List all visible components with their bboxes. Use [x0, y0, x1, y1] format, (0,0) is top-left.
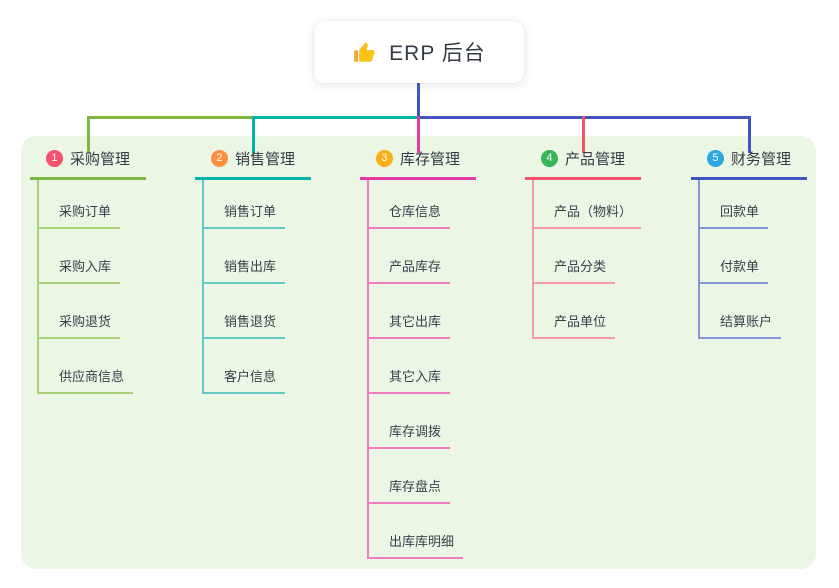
child-node[interactable]: 销售退货 — [204, 284, 286, 339]
child-node-label: 采购退货 — [39, 314, 121, 339]
child-node[interactable]: 库存盘点 — [369, 449, 463, 504]
branch-number-badge: 1 — [45, 150, 63, 167]
child-node-label: 仓库信息 — [369, 204, 451, 229]
child-node-label: 结算账户 — [700, 314, 782, 339]
branch-column: 1 采购管理采购订单采购入库采购退货供应商信息 — [30, 140, 146, 394]
child-node[interactable]: 其它入库 — [369, 339, 463, 394]
branch-children: 销售订单销售出库销售退货客户信息 — [202, 180, 286, 394]
child-node[interactable]: 库存调拨 — [369, 394, 463, 449]
child-node-label: 库存调拨 — [369, 424, 451, 449]
child-node-label: 产品库存 — [369, 259, 451, 284]
branch-column: 4 产品管理产品（物料） 产品分类产品单位 — [525, 140, 642, 339]
child-node[interactable]: 出库库明细 — [369, 504, 464, 559]
child-node-label: 其它出库 — [369, 314, 451, 339]
child-node[interactable]: 仓库信息 — [369, 180, 463, 229]
child-node[interactable]: 供应商信息 — [39, 339, 134, 394]
connector-line — [86, 116, 90, 153]
child-node[interactable]: 产品单位 — [534, 284, 641, 339]
child-node[interactable]: 回款单 — [700, 180, 781, 229]
branch-node[interactable]: 4 产品管理 — [525, 140, 641, 180]
thumbs-up-icon — [352, 39, 378, 65]
child-node[interactable]: 采购退货 — [39, 284, 133, 339]
branch-children: 产品（物料） 产品分类产品单位 — [532, 180, 642, 339]
branch-column: 5 财务管理回款单付款单结算账户 — [691, 140, 807, 339]
child-node[interactable]: 产品库存 — [369, 229, 463, 284]
child-node-label: 销售订单 — [204, 204, 286, 229]
child-node[interactable]: 付款单 — [700, 229, 781, 284]
branch-children: 仓库信息产品库存其它出库其它入库库存调拨库存盘点出库库明细 — [367, 180, 464, 559]
branch-label: 库存管理 — [399, 151, 460, 168]
child-node-label: 付款单 — [700, 259, 769, 284]
branch-node[interactable]: 1 采购管理 — [30, 140, 146, 180]
connector-line — [251, 116, 420, 119]
connector-line — [417, 83, 420, 119]
branch-label: 销售管理 — [234, 151, 295, 168]
child-node[interactable]: 结算账户 — [700, 284, 782, 339]
child-node-label: 产品（物料） — [534, 204, 642, 229]
branch-number-badge: 3 — [375, 150, 393, 167]
child-node-label: 客户信息 — [204, 369, 286, 394]
child-node-label: 库存盘点 — [369, 479, 451, 504]
child-node[interactable]: 采购入库 — [39, 229, 133, 284]
root-label: ERP 后台 — [389, 42, 486, 65]
branch-children: 回款单付款单结算账户 — [698, 180, 782, 339]
branch-label: 财务管理 — [730, 151, 791, 168]
branch-number-badge: 4 — [540, 150, 558, 167]
child-node-label: 采购订单 — [39, 204, 121, 229]
branch-node[interactable]: 5 财务管理 — [691, 140, 807, 180]
child-node[interactable]: 产品分类 — [534, 229, 641, 284]
child-node-label: 产品分类 — [534, 259, 616, 284]
connector-line — [251, 116, 255, 153]
child-node[interactable]: 销售出库 — [204, 229, 286, 284]
branch-column: 2 销售管理销售订单销售出库销售退货客户信息 — [195, 140, 311, 394]
branch-node[interactable]: 3 库存管理 — [360, 140, 476, 180]
child-node-label: 产品单位 — [534, 314, 616, 339]
child-node[interactable]: 采购订单 — [39, 180, 133, 229]
child-node-label: 出库库明细 — [369, 534, 464, 559]
connector-line — [581, 116, 585, 153]
child-node-label: 采购入库 — [39, 259, 121, 284]
branch-column: 3 库存管理仓库信息产品库存其它出库其它入库库存调拨库存盘点出库库明细 — [360, 140, 476, 559]
child-node-label: 销售退货 — [204, 314, 286, 339]
child-node[interactable]: 产品（物料） — [534, 180, 642, 229]
connector-line — [747, 116, 751, 153]
child-node-label: 供应商信息 — [39, 369, 134, 394]
child-node[interactable]: 其它出库 — [369, 284, 463, 339]
connector-line — [416, 116, 420, 153]
child-node[interactable]: 客户信息 — [204, 339, 286, 394]
branch-number-badge: 2 — [210, 150, 228, 167]
branch-label: 采购管理 — [69, 151, 130, 168]
branch-node[interactable]: 2 销售管理 — [195, 140, 311, 180]
child-node[interactable]: 销售订单 — [204, 180, 286, 229]
connector-line — [86, 116, 255, 119]
child-node-label: 回款单 — [700, 204, 769, 229]
child-node-label: 销售出库 — [204, 259, 286, 284]
branch-label: 产品管理 — [564, 151, 625, 168]
child-node-label: 其它入库 — [369, 369, 451, 394]
branch-number-badge: 5 — [706, 150, 724, 167]
branches-panel — [21, 136, 816, 569]
branch-children: 采购订单采购入库采购退货供应商信息 — [37, 180, 134, 394]
root-node[interactable]: ERP 后台 — [314, 21, 524, 83]
